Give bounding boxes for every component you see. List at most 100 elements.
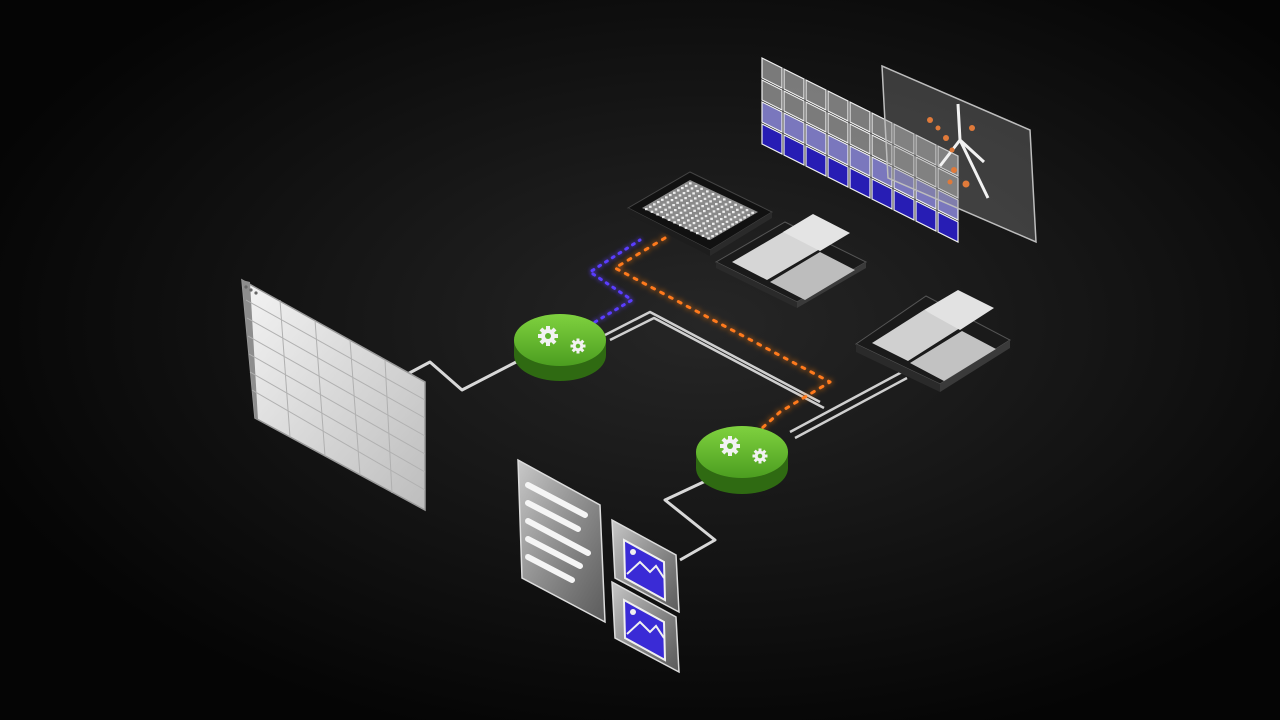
chip-dot bbox=[706, 190, 709, 193]
chip-dot bbox=[702, 192, 705, 195]
glass-cell-wall bbox=[761, 57, 959, 243]
chip-dot bbox=[708, 212, 712, 215]
chip-dot bbox=[736, 208, 739, 211]
processor-node-1 bbox=[514, 314, 606, 381]
glass-cell bbox=[849, 145, 871, 177]
chip-dot bbox=[713, 198, 716, 201]
glass-tile-upper bbox=[714, 214, 868, 308]
chip-dot bbox=[691, 204, 695, 207]
chip-dot bbox=[667, 218, 671, 221]
chip-dot bbox=[699, 200, 703, 203]
glass-cell bbox=[849, 123, 871, 155]
glass-cell bbox=[805, 145, 827, 177]
chip-dot bbox=[707, 195, 711, 198]
chip-dot bbox=[720, 218, 723, 221]
chip-dot bbox=[734, 203, 737, 206]
glass-cell bbox=[849, 101, 871, 133]
chip-dot bbox=[690, 187, 694, 190]
glass-cell bbox=[871, 178, 893, 210]
chip-dot bbox=[684, 197, 687, 200]
chip-dot bbox=[714, 215, 717, 218]
chip-dot bbox=[696, 219, 700, 222]
chip-dot bbox=[683, 209, 687, 212]
chip-dot bbox=[678, 206, 681, 209]
chip-dot bbox=[680, 199, 683, 202]
wire-node1-to-right bbox=[604, 310, 825, 410]
chip-dot bbox=[658, 206, 662, 209]
glass-cell bbox=[805, 123, 827, 155]
chip-dot bbox=[719, 230, 722, 233]
chip-dot bbox=[695, 214, 698, 217]
chip-dot bbox=[712, 222, 715, 225]
chip-dot bbox=[706, 220, 709, 223]
chip-dot bbox=[743, 216, 746, 219]
chip-dot bbox=[708, 225, 711, 228]
chip-dot bbox=[690, 229, 693, 232]
chip-dot bbox=[662, 216, 665, 219]
chip-dot bbox=[673, 221, 676, 224]
glass-cell bbox=[761, 101, 783, 133]
chip-dot bbox=[645, 208, 648, 211]
glass-cell bbox=[937, 211, 959, 243]
chip-dot bbox=[717, 225, 721, 228]
chip-dot bbox=[700, 229, 703, 232]
chip-dot bbox=[696, 190, 699, 193]
glass-cell bbox=[893, 123, 915, 155]
glass-cell bbox=[937, 189, 959, 221]
chip-dot bbox=[710, 217, 713, 220]
chip-dot bbox=[735, 221, 738, 224]
glass-cell bbox=[827, 90, 849, 122]
chip-dot bbox=[715, 203, 718, 206]
chip-dot bbox=[729, 218, 733, 221]
chip-dot bbox=[694, 185, 698, 188]
spreadsheet-panel bbox=[241, 278, 426, 512]
document-card bbox=[517, 458, 606, 624]
text-lines-icon bbox=[525, 482, 591, 583]
chip-dot bbox=[674, 196, 678, 199]
chip-dot bbox=[662, 203, 666, 206]
chip-dot bbox=[673, 191, 676, 194]
chip-dot bbox=[728, 213, 731, 216]
chip-dot bbox=[745, 209, 749, 212]
glass-cell bbox=[849, 167, 871, 199]
image-card-2 bbox=[611, 580, 680, 674]
chip-dot bbox=[694, 227, 697, 230]
chip-dot bbox=[705, 202, 708, 205]
chip-dot bbox=[691, 217, 694, 220]
chip-dot bbox=[727, 225, 730, 228]
chip-dot bbox=[679, 211, 683, 214]
chip-dot bbox=[649, 205, 652, 208]
chip-dot bbox=[699, 212, 702, 215]
chip-dot bbox=[671, 216, 675, 219]
chip-dot bbox=[719, 200, 722, 203]
chip-dot bbox=[677, 189, 680, 192]
chip-dot bbox=[683, 221, 686, 224]
chip-dot bbox=[704, 215, 708, 218]
wire-node1-to-chip bbox=[587, 238, 642, 324]
chip-dot bbox=[711, 193, 715, 196]
chip-tile bbox=[626, 171, 774, 256]
chip-dot bbox=[686, 202, 689, 205]
chip-dot bbox=[700, 217, 704, 220]
chip-dot bbox=[747, 214, 750, 217]
chip-dot bbox=[682, 204, 685, 207]
chip-grid-dots bbox=[645, 182, 754, 240]
chip-dot bbox=[707, 207, 710, 210]
chip-dot bbox=[670, 199, 674, 202]
glass-cell bbox=[805, 101, 827, 133]
chip-dot bbox=[682, 192, 686, 195]
chip-dot bbox=[660, 211, 663, 214]
image-landscape-icon bbox=[622, 538, 667, 602]
chip-dot bbox=[685, 184, 688, 187]
chip-dot bbox=[661, 198, 664, 201]
chip-dot bbox=[679, 224, 682, 227]
glass-cell bbox=[783, 68, 805, 100]
chip-dot bbox=[676, 201, 679, 204]
chip-dot bbox=[739, 218, 742, 221]
image-card-1 bbox=[611, 518, 680, 614]
chip-dot bbox=[675, 214, 679, 217]
window-dots-icon bbox=[244, 285, 258, 295]
chip-dot bbox=[724, 215, 727, 218]
chip-dot bbox=[737, 213, 741, 216]
chip-dot bbox=[666, 201, 670, 204]
